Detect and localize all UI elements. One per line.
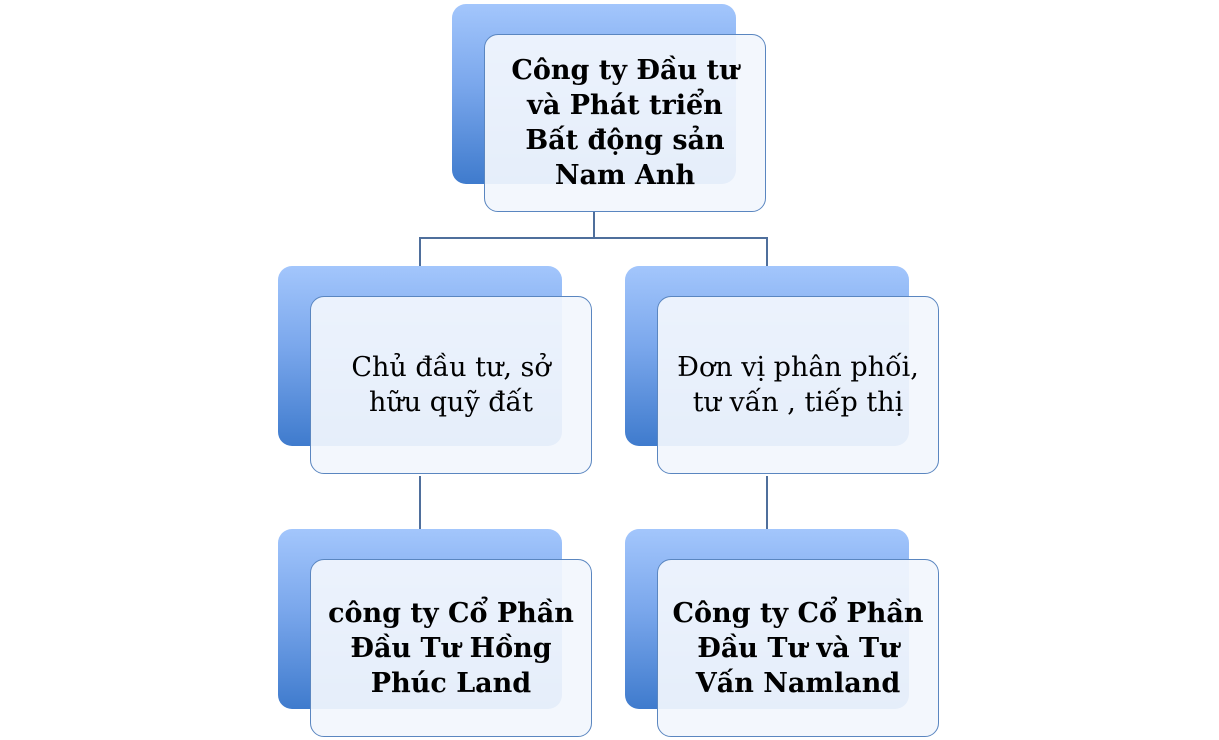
right-role-node: Đơn vị phân phối, tư vấn , tiếp thị — [657, 296, 939, 474]
right-role-label: Đơn vị phân phối, tư vấn , tiếp thị — [677, 352, 919, 418]
right-company-node: Công ty Cổ Phần Đầu Tư và Tư Vấn Namland — [657, 559, 939, 737]
root-node-label: Công ty Đầu tư và Phát triển Bất động sả… — [511, 55, 739, 191]
connector-horizontal — [419, 237, 768, 239]
left-role-label: Chủ đầu tư, sở hữu quỹ đất — [351, 352, 551, 418]
connector-left-mid-down — [419, 476, 421, 530]
left-company-label: công ty Cổ Phần Đầu Tư Hồng Phúc Land — [328, 597, 574, 699]
connector-right-down — [766, 237, 768, 267]
left-company-node: công ty Cổ Phần Đầu Tư Hồng Phúc Land — [310, 559, 592, 737]
left-role-node: Chủ đầu tư, sở hữu quỹ đất — [310, 296, 592, 474]
root-node: Công ty Đầu tư và Phát triển Bất động sả… — [484, 34, 766, 212]
connector-left-down — [419, 237, 421, 267]
connector-right-mid-down — [766, 476, 768, 530]
connector-root-down — [593, 212, 595, 239]
right-company-label: Công ty Cổ Phần Đầu Tư và Tư Vấn Namland — [672, 597, 924, 699]
